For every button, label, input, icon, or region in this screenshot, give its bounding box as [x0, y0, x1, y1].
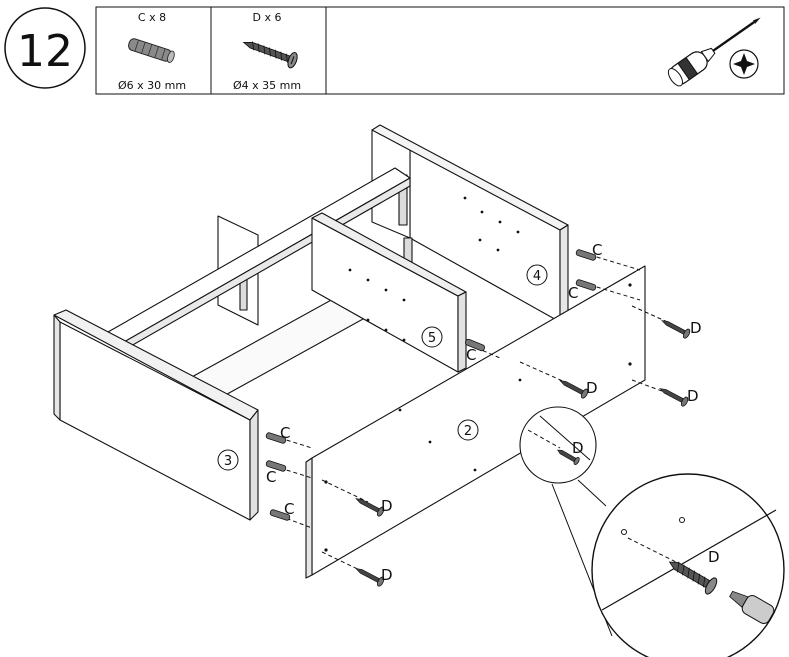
label-d: D	[690, 319, 702, 337]
label-c: C	[592, 241, 602, 259]
wooden-dowel-icon	[128, 38, 175, 63]
label-d: D	[381, 566, 393, 584]
step-badge: 12	[4, 7, 86, 89]
cabinet-drawing	[53, 124, 646, 579]
letter-c-labels: C C C C C C	[266, 241, 602, 518]
step-number: 12	[17, 26, 73, 77]
label-c: C	[568, 284, 578, 302]
dowel-markers	[279, 254, 641, 529]
panel-3	[59, 321, 251, 521]
screwdriver-icon	[729, 590, 775, 624]
label-d: D	[586, 379, 598, 397]
label-c: C	[466, 346, 476, 364]
label-d: D	[381, 497, 393, 515]
screw-icon	[355, 320, 691, 587]
part-c-size: Ø6 x 30 mm	[118, 79, 186, 92]
label-c: C	[266, 468, 276, 486]
label-d: D	[708, 548, 720, 566]
letter-d-labels: D D D D D	[381, 319, 702, 584]
label-d: D	[687, 387, 699, 405]
screw-icon	[242, 41, 298, 69]
part-d-code: D x 6	[253, 11, 282, 24]
part-d-size: Ø4 x 35 mm	[233, 79, 301, 92]
panel-2-number: 2	[464, 424, 472, 439]
phillips-head-icon	[729, 49, 759, 79]
part-c-code: C x 8	[138, 11, 166, 24]
panel-4-number: 4	[533, 269, 541, 284]
detail-zoom: D D	[519, 406, 785, 657]
screwdriver-icon	[667, 17, 761, 87]
label-c: C	[280, 424, 290, 442]
panel-3-number: 3	[224, 454, 232, 469]
panel-holes	[324, 196, 632, 552]
label-c: C	[284, 500, 294, 518]
label-d: D	[572, 439, 584, 457]
hardware-table	[95, 6, 785, 95]
panel-5-number: 5	[428, 331, 436, 346]
wooden-dowel-icon	[265, 249, 597, 521]
panel-labels: 4 5 2 3	[217, 264, 548, 471]
